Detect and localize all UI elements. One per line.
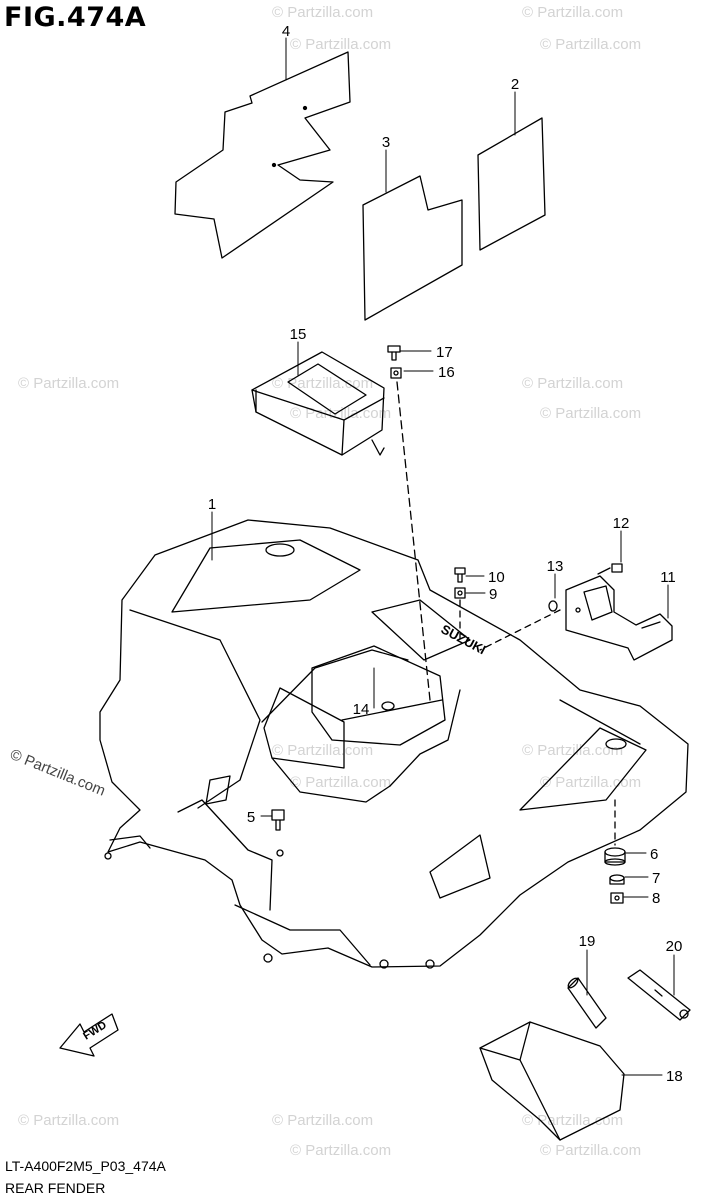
screw-12 <box>597 563 623 575</box>
watermark: © Partzilla.com <box>272 1112 374 1129</box>
watermark: © Partzilla.com <box>290 1142 392 1159</box>
callout-6: 6 <box>650 846 658 863</box>
figure-name: REAR FENDER <box>5 1180 106 1196</box>
washer-13 <box>548 600 558 612</box>
watermark: © Partzilla.com <box>540 1142 642 1159</box>
leader-lines <box>211 37 675 1076</box>
callout-2: 2 <box>511 76 519 93</box>
callout-10: 10 <box>488 569 505 586</box>
callout-1: 1 <box>208 496 216 513</box>
callout-17: 17 <box>436 344 453 361</box>
forward-arrow: FWD <box>59 1013 119 1057</box>
figure-code: LT-A400F2M5_P03_474A <box>5 1158 166 1174</box>
figure-title: FIG.474A <box>4 2 147 33</box>
watermark: © Partzilla.com <box>290 405 392 422</box>
screw-17 <box>387 345 401 361</box>
rear-fender <box>99 519 689 969</box>
grommet-6 <box>604 847 626 866</box>
bolt-5 <box>271 809 285 831</box>
callout-8: 8 <box>652 890 660 907</box>
callout-4: 4 <box>282 23 290 40</box>
callout-11: 11 <box>660 569 676 586</box>
bracket <box>565 575 673 661</box>
watermark: © Partzilla.com <box>18 375 120 392</box>
callout-16: 16 <box>438 364 455 381</box>
watermark: © Partzilla.com <box>522 742 624 759</box>
pin-20 <box>627 969 691 1021</box>
callout-15: 15 <box>290 326 307 343</box>
nut-9 <box>454 587 466 599</box>
callout-9: 9 <box>489 586 497 603</box>
watermark: © Partzilla.com <box>290 774 392 791</box>
nut-16 <box>390 367 402 379</box>
storage-box <box>251 351 385 456</box>
watermark: © Partzilla.com <box>540 405 642 422</box>
watermark: © Partzilla.com <box>522 1112 624 1129</box>
callout-12: 12 <box>613 515 630 532</box>
watermark: © Partzilla.com <box>290 36 392 53</box>
callout-13: 13 <box>547 558 564 575</box>
callout-7: 7 <box>652 870 660 887</box>
callout-3: 3 <box>382 134 390 151</box>
callout-18: 18 <box>666 1068 683 1085</box>
watermark: © Partzilla.com <box>540 36 642 53</box>
callout-5: 5 <box>247 809 255 826</box>
callout-14: 14 <box>353 701 370 718</box>
guide-line <box>479 609 561 651</box>
bag-18 <box>479 1021 625 1141</box>
fender-emblem: SUZUKI <box>439 621 489 657</box>
collar-7 <box>609 874 625 885</box>
watermark: © Partzilla.com <box>272 4 374 21</box>
decal-right <box>477 117 546 251</box>
bolt-8 <box>610 892 624 904</box>
guide-line <box>396 381 431 701</box>
decal-left <box>362 175 463 321</box>
callout-labels: 4 2 3 15 17 16 1 12 11 13 10 9 14 5 6 7 … <box>208 23 683 1085</box>
watermark: © Partzilla.com <box>522 4 624 21</box>
rod-19 <box>567 977 607 1029</box>
callout-19: 19 <box>579 933 596 950</box>
watermark: © Partzilla.com <box>18 1112 120 1129</box>
callout-20: 20 <box>666 938 683 955</box>
watermark: © Partzilla.com <box>272 742 374 759</box>
decal-large <box>174 51 351 259</box>
watermark: © Partzilla.com <box>522 375 624 392</box>
screw-10 <box>454 567 466 583</box>
